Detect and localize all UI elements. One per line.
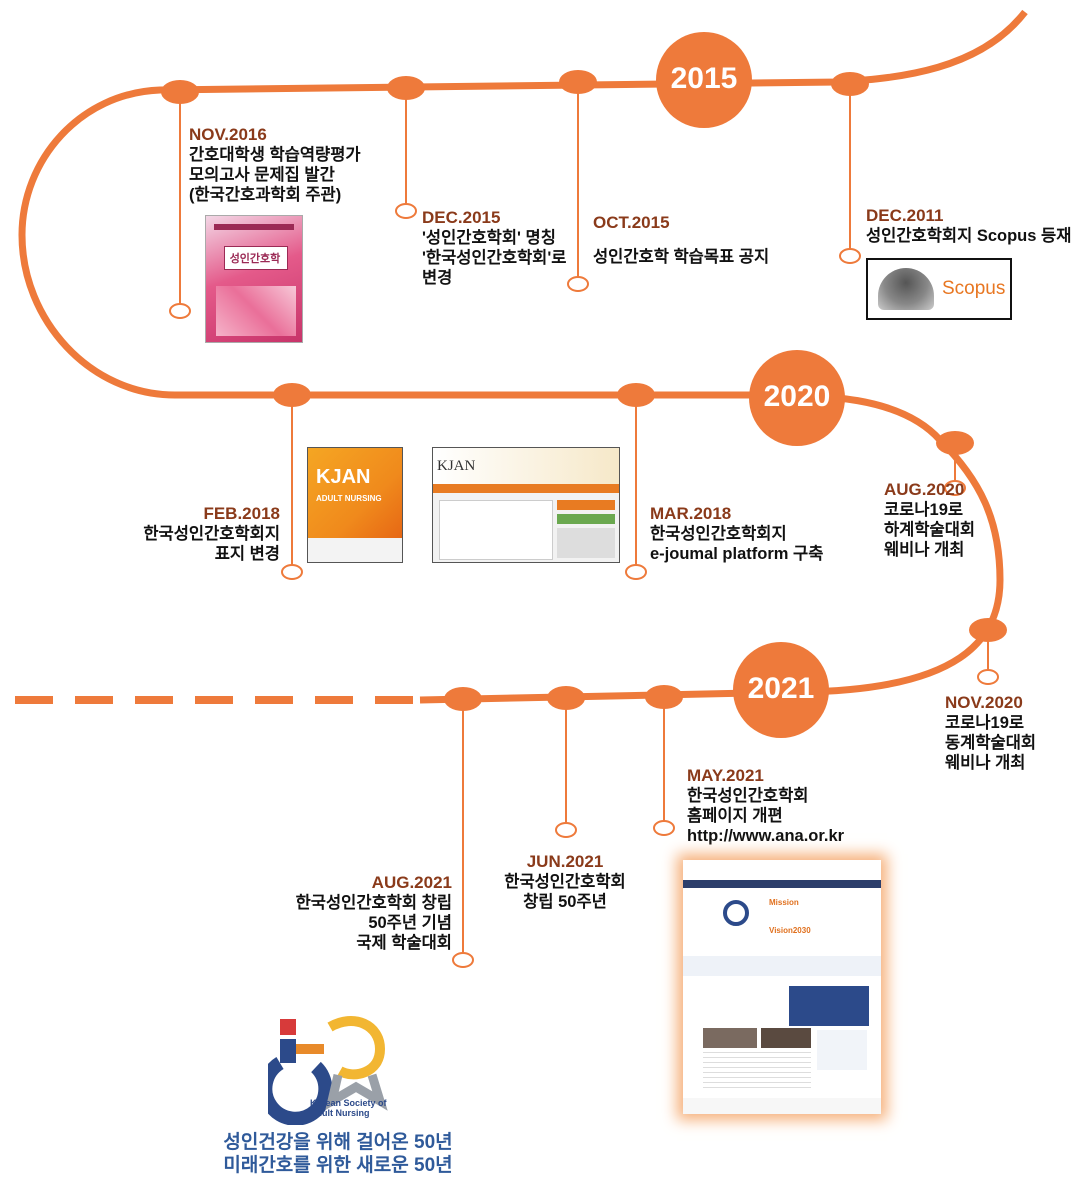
homepage-mission: Mission (769, 898, 799, 907)
event-dec-2011: DEC.2011 성인간호학회지 Scopus 등재 (866, 206, 1071, 246)
marker-node (161, 80, 199, 104)
year-circle-2021 (733, 642, 829, 738)
event-date: DEC.2011 (866, 206, 944, 225)
marker-node (969, 618, 1007, 642)
event-description: 한국성인간호학회 홈페이지 개편 http://www.ana.or.kr (687, 787, 845, 845)
event-description: 한국성인간호학회 창립 50주년 (504, 873, 626, 911)
event-description: 코로나19로 동계학술대회 웨비나 개최 (945, 714, 1037, 772)
year-circle-2015 (656, 32, 752, 128)
year-label: 2020 (763, 380, 831, 413)
event-date: FEB.2018 (203, 504, 280, 523)
logo-text: Korean Society of Adult Nursing (310, 1098, 387, 1118)
event-date: AUG.2021 (371, 873, 452, 892)
event-feb-2018: FEB.2018 한국성인간호학회지 표지 변경 (100, 504, 280, 564)
textbook-title: 성인간호학 (229, 253, 281, 265)
marker-ring (653, 820, 675, 836)
scopus-tree-icon (878, 268, 934, 310)
kjan-cover-subtitle: ADULT NURSING (316, 494, 382, 503)
marker-node (387, 76, 425, 100)
marker-ring (839, 248, 861, 264)
event-date: AUG.2020 (884, 480, 965, 499)
textbook-cover-image: 성인간호학 (205, 215, 303, 343)
event-description: 성인간호학 학습목표 공지 (593, 248, 770, 266)
marker-node (936, 431, 974, 455)
marker-node (645, 685, 683, 709)
year-label: 2015 (670, 62, 738, 95)
event-description: 한국성인간호학회 창립 50주년 기념 국제 학술대회 (295, 894, 452, 952)
marker-ring (625, 564, 647, 580)
kjan-cover-title: KJAN (316, 466, 371, 488)
event-nov-2020: NOV.2020 코로나19로 동계학술대회 웨비나 개최 (945, 693, 1036, 773)
event-description: 간호대학생 학습역량평가 모의고사 문제집 발간 (한국간호과학회 주관) (189, 146, 361, 204)
slogan: 성인건강을 위해 걸어온 50년 미래간호를 위한 새로운 50년 (223, 1132, 453, 1176)
marker-node (444, 687, 482, 711)
event-markers (161, 70, 1007, 968)
marker-ring (452, 952, 474, 968)
event-description: 한국성인간호학회지 e-joumal platform 구축 (650, 525, 824, 563)
marker-node (273, 383, 311, 407)
event-aug-2020: AUG.2020 코로나19로 하계학술대회 웨비나 개최 (884, 480, 975, 560)
event-may-2021: MAY.2021 한국성인간호학회 홈페이지 개편 http://www.ana… (687, 766, 844, 846)
event-jun-2021: JUN.2021 한국성인간호학회 창립 50주년 (495, 852, 635, 912)
event-date: OCT.2015 (593, 213, 670, 232)
scopus-logo: Scopus (866, 258, 1012, 320)
timeline-path (18, 9, 1028, 704)
marker-ring (169, 303, 191, 319)
event-aug-2021: AUG.2021 한국성인간호학회 창립 50주년 기념 국제 학술대회 (262, 873, 452, 953)
journal-website-screenshot: KJAN (432, 447, 620, 563)
event-dec-2015: DEC.2015 '성인간호학회' 명칭 '한국성인간호학회'로 변경 (422, 208, 566, 288)
event-date: MAY.2021 (687, 766, 764, 785)
event-date: MAR.2018 (650, 504, 732, 523)
homepage-screenshot: Mission Vision2030 (683, 860, 881, 1114)
50th-anniversary-logo (268, 1016, 388, 1125)
event-date: DEC.2015 (422, 208, 501, 227)
homepage-vision: Vision2030 (769, 926, 811, 935)
event-description: '성인간호학회' 명칭 '한국성인간호학회'로 변경 (422, 229, 567, 287)
event-date: NOV.2016 (189, 125, 267, 144)
year-label: 2021 (747, 672, 815, 705)
event-description: 한국성인간호학회지 표지 변경 (143, 525, 280, 563)
kjan-site-title: KJAN (437, 458, 476, 474)
marker-ring (944, 480, 966, 496)
event-description: 코로나19로 하계학술대회 웨비나 개최 (884, 501, 976, 559)
marker-ring (555, 822, 577, 838)
marker-ring (567, 276, 589, 292)
marker-node (831, 72, 869, 96)
journal-cover-image: KJAN ADULT NURSING (307, 447, 403, 563)
event-oct-2015: OCT.2015 성인간호학 학습목표 공지 (593, 213, 769, 267)
marker-ring (395, 203, 417, 219)
marker-ring (977, 669, 999, 685)
scopus-label: Scopus (942, 278, 1006, 299)
year-circle-2020 (749, 350, 845, 446)
marker-node (547, 686, 585, 710)
event-date: JUN.2021 (526, 852, 604, 871)
marker-ring (281, 564, 303, 580)
event-date: NOV.2020 (945, 693, 1023, 712)
event-description: 성인간호학회지 Scopus 등재 (866, 227, 1072, 245)
marker-node (559, 70, 597, 94)
event-mar-2018: MAR.2018 한국성인간호학회지 e-joumal platform 구축 (650, 504, 823, 564)
marker-node (617, 383, 655, 407)
event-nov-2016: NOV.2016 간호대학생 학습역량평가 모의고사 문제집 발간 (한국간호과… (189, 125, 361, 205)
